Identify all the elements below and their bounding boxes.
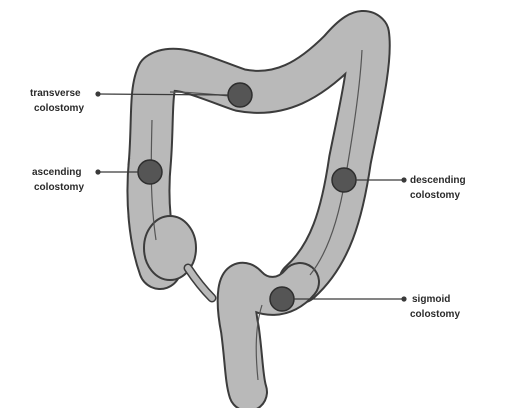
sigmoid-stoma bbox=[270, 287, 294, 311]
transverse-stoma bbox=[228, 83, 252, 107]
transverse-label-line2: colostomy bbox=[34, 103, 84, 114]
sigmoid-label-line1: sigmoid bbox=[412, 294, 450, 305]
colon bbox=[144, 32, 369, 392]
appendix-fill bbox=[188, 268, 212, 298]
transverse-leader-dot bbox=[96, 92, 100, 96]
descending-stoma bbox=[332, 168, 356, 192]
ascending-leader-dot bbox=[96, 170, 100, 174]
descending-label-line2: colostomy bbox=[410, 190, 460, 201]
sigmoid-label-line2: colostomy bbox=[410, 309, 460, 320]
descending-leader-dot bbox=[402, 178, 406, 182]
descending-label-line1: descending bbox=[410, 175, 466, 186]
transverse-label-line1: transverse bbox=[30, 88, 81, 99]
ascending-label-line2: colostomy bbox=[34, 182, 84, 193]
ascending-stoma bbox=[138, 160, 162, 184]
ascending-label-line1: ascending bbox=[32, 167, 81, 178]
sigmoid-leader-dot bbox=[402, 297, 406, 301]
